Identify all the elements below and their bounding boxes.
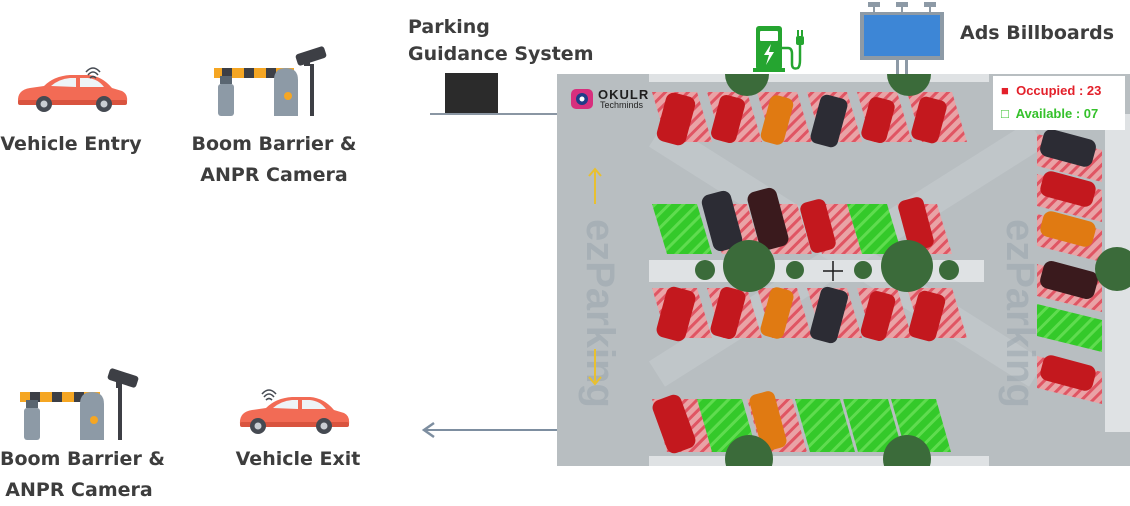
anpr-camera-icon — [107, 368, 139, 388]
available-count: Available : 07 — [1015, 106, 1099, 121]
boom-barrier-exit-label-bottom: ANPR Camera — [5, 479, 153, 501]
compass-icon — [823, 261, 843, 281]
ads-billboards-label: Ads Billboards — [960, 22, 1115, 44]
parking-guidance-system-label: Parking Guidance System — [408, 14, 594, 68]
legend-available: □ Available : 07 — [1001, 106, 1098, 121]
watermark-left: ezParking — [578, 219, 622, 408]
logo-name: OKULR — [598, 87, 650, 102]
logo-sub: Techminds — [600, 100, 644, 110]
guidance-display-panel — [445, 73, 498, 113]
vehicle-exit-label: Vehicle Exit — [235, 448, 361, 470]
occupancy-legend: ■ Occupied : 23 □ Available : 07 — [993, 76, 1125, 130]
parked-cars — [652, 92, 1098, 454]
vehicle-entry-label: Vehicle Entry — [0, 133, 142, 155]
tree-icon — [695, 74, 1130, 466]
wifi-icon — [261, 389, 277, 401]
legend-occupied: ■ Occupied : 23 — [1001, 83, 1101, 98]
occupied-marker: ■ — [1001, 83, 1009, 98]
pgs-line-1: Parking — [408, 16, 490, 38]
wifi-icon — [85, 67, 101, 79]
watermark-right: ezParking — [998, 219, 1042, 408]
billboard-icon — [860, 2, 944, 76]
direction-arrows — [588, 167, 602, 386]
okulr-logo: OKULR Techminds — [570, 87, 662, 112]
anpr-camera-icon — [295, 46, 327, 66]
exit-car-icon — [239, 389, 350, 434]
boom-barrier-icon — [214, 46, 327, 116]
ev-charger-icon — [753, 26, 804, 72]
boom-barrier-exit-label-top: Boom Barrier & — [0, 448, 165, 470]
boom-barrier-label-bottom: ANPR Camera — [200, 164, 348, 186]
boom-barrier-label-top: Boom Barrier & — [191, 133, 357, 155]
entry-car-icon — [17, 67, 128, 112]
available-marker: □ — [1001, 106, 1009, 121]
parking-lot-map: ezParking ezParking — [557, 74, 1130, 466]
pgs-line-2: Guidance System — [408, 43, 594, 65]
arrow-left-icon — [421, 421, 560, 439]
occupied-count: Occupied : 23 — [1016, 83, 1102, 98]
boom-barrier-exit-icon — [20, 368, 139, 440]
guidance-connector-line — [430, 113, 558, 115]
